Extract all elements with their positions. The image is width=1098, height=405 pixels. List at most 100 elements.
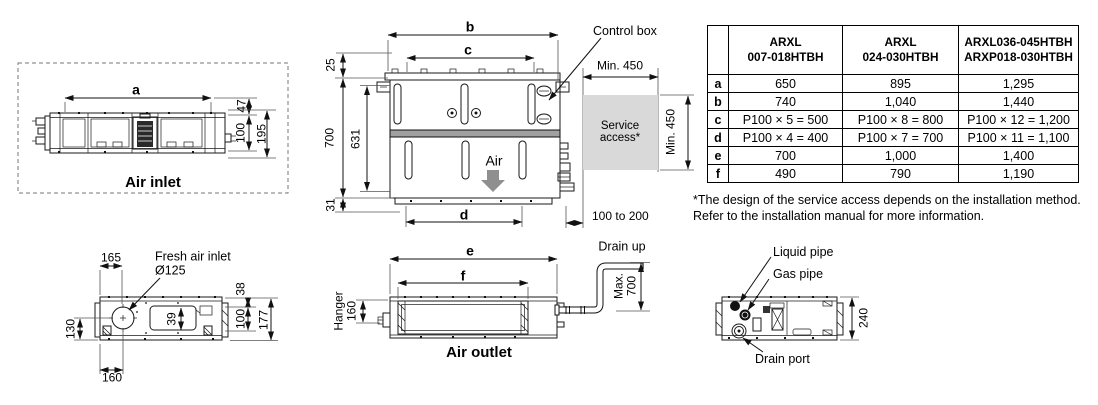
cell: P100 × 11 = 1,100 bbox=[958, 128, 1079, 147]
cell: 1,040 bbox=[842, 92, 959, 111]
cell: 1,295 bbox=[958, 74, 1079, 93]
hanger-160-label: Hanger 160 bbox=[331, 291, 358, 331]
fan-motor-housing bbox=[132, 116, 158, 150]
cell: 895 bbox=[842, 74, 959, 93]
gas-pipe-port bbox=[739, 309, 751, 321]
cell: P100 × 4 = 400 bbox=[728, 128, 843, 147]
dim-c-label: c bbox=[464, 41, 472, 58]
liquid-pipe-leader bbox=[739, 256, 772, 303]
clearance-label: 100 to 200 bbox=[592, 209, 649, 223]
dim-100-label: 100 bbox=[233, 122, 248, 144]
cell: P100 × 7 = 700 bbox=[842, 128, 959, 147]
service-access-area bbox=[565, 68, 694, 228]
dim-25-label: 25 bbox=[323, 58, 338, 72]
dim-38-label: 38 bbox=[233, 282, 248, 296]
piping-drawing bbox=[715, 256, 859, 353]
drain-port-fitting bbox=[731, 323, 747, 339]
dim-195-label: 195 bbox=[254, 123, 269, 145]
liquid-pipe-port bbox=[730, 301, 740, 311]
table-row: c P100 × 5 = 500 P100 × 8 = 800 P100 × 1… bbox=[707, 110, 1079, 129]
fan-motor bbox=[137, 121, 153, 147]
table-row: f 490 790 1,190 bbox=[707, 164, 1079, 183]
table-row: d P100 × 4 = 400 P100 × 7 = 700 P100 × 1… bbox=[707, 128, 1079, 147]
cell: 790 bbox=[842, 164, 959, 183]
liquid-pipe-label: Liquid pipe bbox=[773, 245, 834, 259]
cell: 650 bbox=[728, 74, 843, 93]
service-access-label: Service access* bbox=[599, 119, 641, 144]
gas-pipe-label: Gas pipe bbox=[773, 267, 824, 281]
air-inlet-caption: Air inlet bbox=[125, 174, 181, 192]
air-outlet-caption: Air outlet bbox=[446, 344, 512, 362]
spec-table: ARXL 007-018HTBH ARXL 024-030HTBH ARXL03… bbox=[707, 25, 1079, 183]
row-label: f bbox=[707, 164, 729, 183]
cell: 740 bbox=[728, 92, 843, 111]
dim-e-label: e bbox=[466, 242, 474, 259]
row-label: a bbox=[707, 74, 729, 93]
air-flow-label: Air bbox=[485, 152, 503, 169]
cell: 1,440 bbox=[958, 92, 1079, 111]
table-row: b 740 1,040 1,440 bbox=[707, 92, 1079, 111]
service-access-footnote: *The design of the service access depend… bbox=[693, 193, 1081, 223]
top-view-dimensions bbox=[335, 32, 559, 227]
cell: P100 × 8 = 800 bbox=[842, 110, 959, 129]
air-direction-arrow bbox=[481, 170, 505, 192]
air-inlet-drawing bbox=[17, 62, 289, 194]
spec-model-2: ARXL 024-030HTBH bbox=[842, 25, 959, 75]
dim-100b-label: 100 bbox=[233, 308, 248, 330]
spec-model-1: ARXL 007-018HTBH bbox=[728, 25, 843, 75]
min-450-right-label: Min. 450 bbox=[663, 108, 678, 156]
dim-130-label: 130 bbox=[63, 318, 78, 340]
row-label: d bbox=[707, 128, 729, 147]
row-label: b bbox=[707, 92, 729, 111]
spec-corner-cell bbox=[707, 25, 729, 75]
dim-160-label: 160 bbox=[101, 370, 123, 385]
dashed-boundary bbox=[17, 62, 289, 194]
drain-port-leader bbox=[742, 337, 764, 353]
drain-port-label: Drain port bbox=[755, 352, 810, 366]
dim-177-label: 177 bbox=[256, 309, 271, 331]
control-box-leader bbox=[548, 37, 602, 101]
dim-631-label: 631 bbox=[348, 128, 363, 150]
knockout-outline bbox=[149, 305, 197, 331]
dim-d-label: d bbox=[459, 206, 469, 223]
row-label: c bbox=[707, 110, 729, 129]
dim-31-label: 31 bbox=[323, 198, 338, 212]
cell: P100 × 5 = 500 bbox=[728, 110, 843, 129]
air-outlet-drawing bbox=[356, 256, 650, 339]
table-row: a 650 895 1,295 bbox=[707, 74, 1079, 93]
drain-pipe bbox=[554, 262, 644, 316]
dim-39-label: 39 bbox=[164, 312, 179, 326]
cell: 700 bbox=[728, 146, 843, 165]
cell: P100 × 12 = 1,200 bbox=[958, 110, 1079, 129]
dim-240-label: 240 bbox=[856, 307, 871, 329]
fresh-air-dimensions bbox=[74, 263, 278, 374]
cell: 1,400 bbox=[958, 146, 1079, 165]
piping-dimensions bbox=[840, 296, 859, 341]
dim-47-label: 47 bbox=[234, 99, 249, 113]
air-inlet-dimensions bbox=[64, 95, 276, 159]
cell: 490 bbox=[728, 164, 843, 183]
row-label: e bbox=[707, 146, 729, 165]
dim-f-label: f bbox=[460, 267, 466, 284]
fresh-air-inlet-label: Fresh air inlet Ø125 bbox=[155, 249, 231, 277]
service-access-zone bbox=[583, 95, 658, 170]
max-700-label: Max. 700 bbox=[611, 272, 638, 300]
air-outlet-dimensions bbox=[356, 256, 650, 324]
dim-b-label: b bbox=[465, 18, 475, 35]
min-450-top-label: Min. 450 bbox=[596, 58, 644, 73]
spec-model-3: ARXL036-045HTBH ARXP018-030HTBH bbox=[958, 25, 1079, 75]
dim-700-label: 700 bbox=[322, 127, 337, 149]
center-divider-band bbox=[389, 129, 561, 138]
dim-a-label: a bbox=[132, 81, 140, 98]
table-row: e 700 1,000 1,400 bbox=[707, 146, 1079, 165]
cell: 1,190 bbox=[958, 164, 1079, 183]
top-view-drawing bbox=[335, 32, 694, 228]
cell: 1,000 bbox=[842, 146, 959, 165]
dim-165-label: 165 bbox=[100, 250, 122, 265]
drain-up-label: Drain up bbox=[598, 239, 646, 254]
gas-pipe-leader bbox=[747, 278, 770, 311]
outlet-opening bbox=[397, 300, 529, 335]
hanger-bracket bbox=[382, 312, 391, 328]
